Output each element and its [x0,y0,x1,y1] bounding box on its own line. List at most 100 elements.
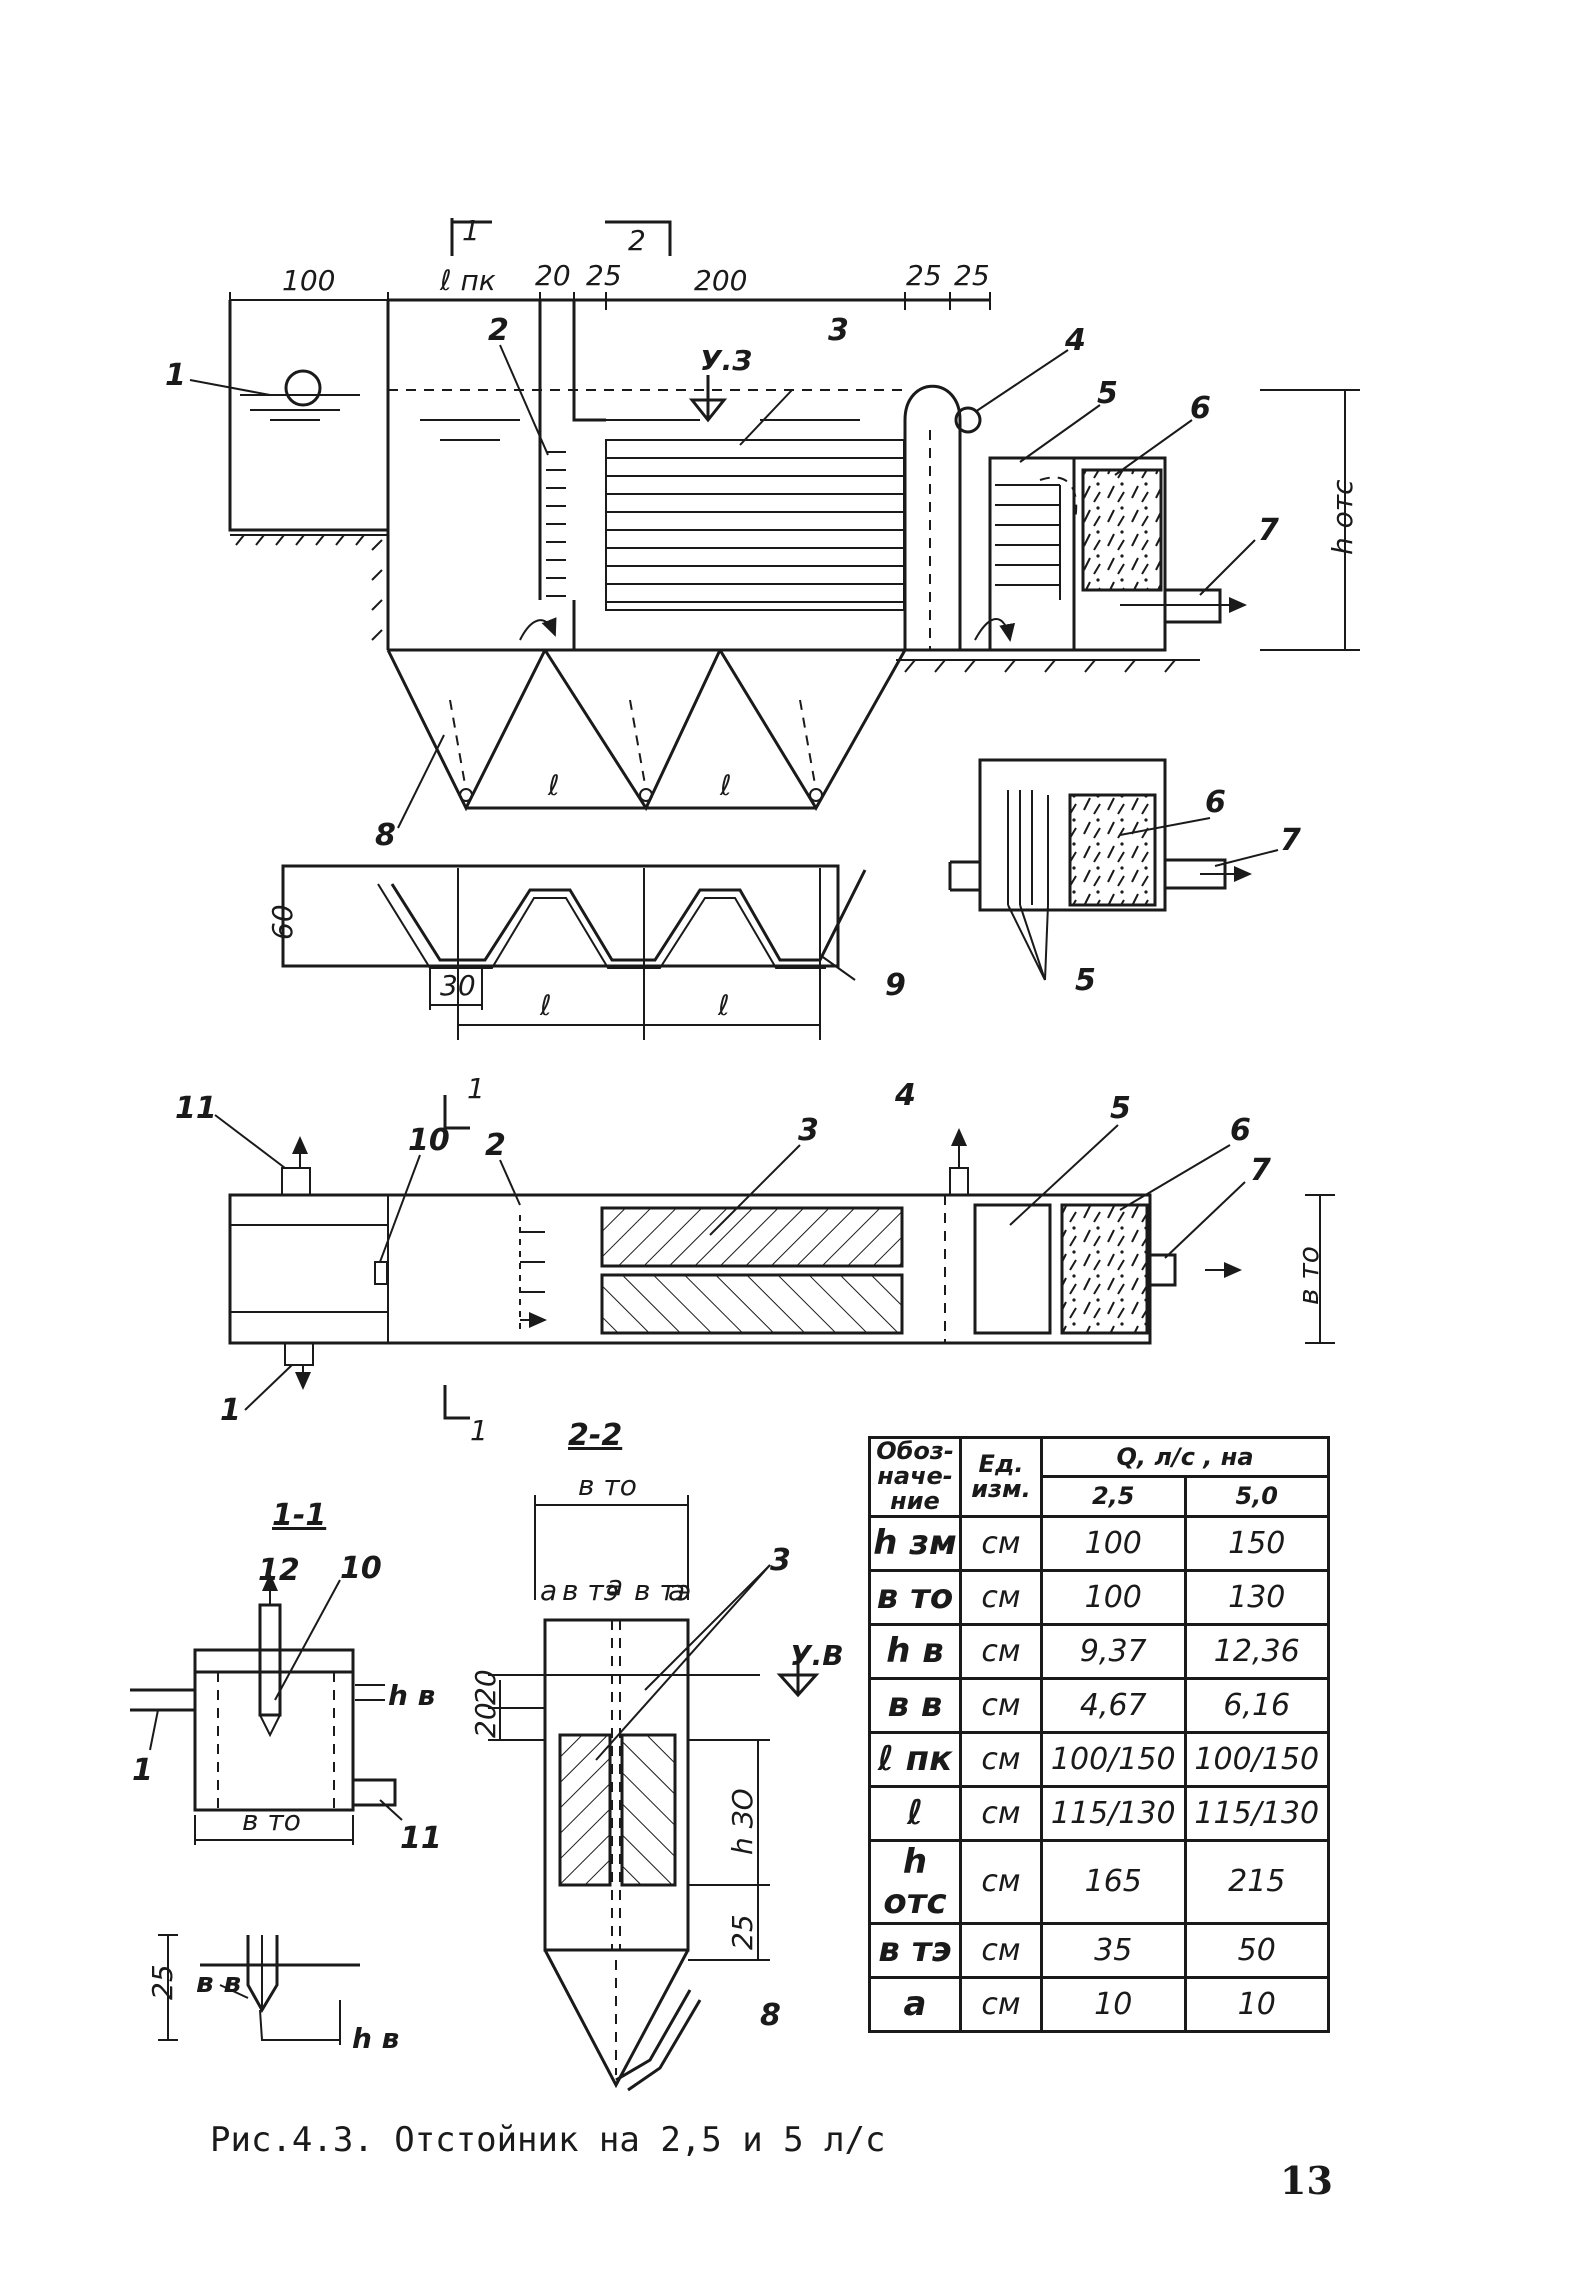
table-cell-unit: см [959,1838,1043,1925]
thin-layer-modules [605,439,905,611]
section-1-1-hb-label: h в [388,1679,435,1712]
plan-outlet-7 [1150,1253,1177,1287]
sludge-pipes [449,699,817,791]
table-cell-v2: 6,16 [1183,1676,1330,1734]
section-2-2-dim-20-a: 20 [469,1669,502,1705]
table-cell-unit: см [959,1921,1043,1979]
flow-arrow-bottom [519,617,557,641]
dim-25-a: 25 [906,259,942,292]
hopper-dim-l-b: ℓ [717,989,730,1022]
section-2-2-width-label: в то [578,1469,637,1502]
section-2-2-dim-20-b: 20 [469,1702,502,1738]
section-2-2-dim-25: 25 [726,1914,759,1950]
inlet-pipe-icon [284,369,322,407]
table-cell-unit: см [959,1514,1043,1572]
header-designation: Обоз-наче-ние [868,1436,962,1518]
table-cell-v1: 100 [1040,1514,1187,1572]
plan-module-3-bottom [600,1273,904,1335]
coalescer-5-plates [995,484,1061,600]
svg-text:6: 6 [1230,1113,1251,1148]
plan-filter-6 [1060,1203,1149,1335]
svg-text:4: 4 [894,1078,916,1113]
table-cell-unit: см [959,1975,1043,2033]
baffle-slats [546,451,566,597]
dim-25-left: 25 [586,259,622,292]
hopper-dim-lines [457,868,821,1040]
flow-path-5 [1039,476,1078,521]
plan-item-11 [281,1167,311,1196]
table-cell-unit: см [959,1568,1043,1626]
section-2-2-level: У.В [790,1639,844,1672]
inner-partition [572,300,606,650]
hopper-dim-l-a: ℓ [539,989,552,1022]
filter-media-6 [1068,793,1157,907]
table-cell-v2: 130 [1183,1568,1330,1626]
svg-text:5: 5 [1110,1091,1131,1126]
water-level-marker [688,375,728,423]
sludge-valve-3-icon [809,788,823,802]
table-cell-symbol: в в [868,1676,962,1734]
weir-label-hb: h в [352,2022,399,2055]
plan-section-mark-bottom [443,1385,470,1420]
svg-text:8: 8 [375,818,396,853]
wall-ground-hatch [371,539,383,641]
section-1-1: 1-1 в то h в 12 10 1 11 [130,1498,442,1856]
svg-text:4: 4 [1064,323,1086,358]
side-inlet-pipe [948,860,980,892]
section-1-1-callout-1: 1 [132,1753,153,1788]
svg-text:10: 10 [408,1123,450,1158]
section-2-2-a-3: а [668,1574,685,1607]
section-2-2-bte-1: в тэ [562,1574,619,1607]
water-ripples [420,419,860,441]
plan-section-mark-top [443,1095,470,1130]
plan-chamber-5 [973,1203,1052,1335]
table-cell-unit: см [959,1730,1043,1788]
dim-25-b: 25 [954,259,990,292]
svg-text:2: 2 [485,1128,506,1163]
plan-width-dim [1305,1194,1335,1344]
table-cell-v2: 12,36 [1183,1622,1330,1680]
sorption-filter-6 [1081,468,1163,592]
plan-view: в то 11 10 2 3 4 5 6 7 1 1 1 [175,1072,1335,1447]
svg-text:2: 2 [488,313,509,348]
table-cell-v1: 10 [1040,1975,1187,2033]
table-cell-v2: 50 [1183,1921,1330,1979]
svg-text:7: 7 [1250,1153,1271,1188]
svg-text:6: 6 [1190,391,1211,426]
hopper-bottoms [386,649,907,812]
plan-section-mark-1-bottom: 1 [470,1414,488,1447]
sludge-valve-2-icon [639,788,653,802]
plan-item-1 [284,1342,314,1366]
section-mark-1-1 [450,218,492,256]
svg-text:1: 1 [165,358,186,393]
plan-width-label: в то [1292,1246,1325,1305]
table-cell-unit: см [959,1784,1043,1842]
table-cell-symbol: в тэ [868,1921,962,1979]
table-cell-v2: 100/150 [1183,1730,1330,1788]
section-2-2-bte-2: в тэ [634,1574,691,1607]
section-2-2: 2-2 в то а в тэ а в тэ а У.В 20 20 h ЗО … [469,1418,844,2092]
filter-side-detail: 6 7 5 [948,758,1301,998]
section-2-2-callout-3: 3 [770,1543,791,1578]
table-cell-v1: 35 [1040,1921,1187,1979]
table-cell-symbol: в то [868,1568,962,1626]
hopper-dim-l-1: ℓ [547,769,560,802]
table-cell-symbol: ℓ [868,1784,962,1842]
svg-text:7: 7 [1258,513,1279,548]
svg-text:3: 3 [798,1113,819,1148]
outlet-channel [903,384,962,650]
table-cell-v1: 165 [1040,1838,1187,1925]
section-1-1-title: 1-1 [272,1498,326,1533]
section-mark-2-label: 2 [628,224,646,257]
header-unit: Ед. изм. [959,1436,1043,1518]
section-1-1-callout-10: 10 [340,1551,382,1586]
section-mark-2-2 [605,220,672,256]
table-cell-v1: 100/150 [1040,1730,1187,1788]
side-callout-6: 6 [1205,785,1226,820]
